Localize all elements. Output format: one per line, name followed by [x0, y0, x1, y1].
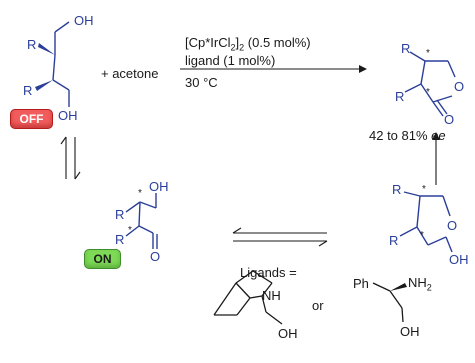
off-badge: OFF — [10, 109, 53, 129]
aldehyde-r-bottom: R — [115, 232, 125, 247]
or-label: or — [312, 298, 324, 313]
aldehyde-stereo-star-1: * — [138, 188, 142, 199]
lactone-structure — [404, 51, 456, 117]
lactone-r-bottom: R — [395, 89, 405, 104]
catalyst-sub-1: 2 — [230, 42, 236, 53]
diol-oh-bottom: OH — [58, 108, 78, 123]
acetone-reagent: + acetone — [101, 66, 159, 81]
catalyst-loading: (0.5 mol%) — [244, 35, 311, 50]
lactol-r-top: R — [392, 182, 402, 197]
aldehyde-oh: OH — [149, 179, 169, 194]
ligand-1-oh: OH — [278, 326, 298, 341]
catalyst-sub-2: 2 — [239, 42, 245, 53]
lactone-stereo-star-1: * — [426, 48, 430, 59]
ligand-azabicycle-structure — [213, 270, 283, 325]
lactone-carbonyl-o: O — [444, 112, 455, 127]
ligand-2-nh-sub: 2 — [426, 282, 432, 293]
ee-range: 42 to 81% — [369, 128, 432, 143]
ligand-2-nh-text: NH — [408, 275, 427, 290]
reaction-arrows — [60, 65, 440, 247]
temperature-label: 30 °C — [185, 75, 218, 90]
hydroxy-aldehyde-structure — [125, 193, 158, 249]
lactol-ring-o: O — [447, 218, 458, 233]
lactone-r-top: R — [401, 41, 411, 56]
ligands-label: Ligands = — [240, 265, 297, 280]
catalyst-formula: [Cp*IrCl — [185, 35, 231, 50]
ligand-phenylglycinol-structure — [372, 282, 407, 323]
diol-r-top: R — [27, 37, 37, 52]
ee-result: 42 to 81% ee — [369, 129, 446, 142]
lactol-stereo-star-1: * — [422, 184, 426, 195]
aldehyde-r-top: R — [115, 207, 125, 222]
lactol-r-bottom: R — [389, 233, 399, 248]
ee-unit: ee — [431, 128, 446, 143]
lactol-oh: OH — [449, 252, 469, 267]
catalyst-bracket: ] — [235, 35, 240, 50]
ligand-loading-label: ligand (1 mol%) — [185, 53, 276, 68]
lactone-stereo-star-2: * — [426, 87, 430, 98]
catalyst-label: [Cp*IrCl2]2 (0.5 mol%) — [185, 36, 311, 53]
ligand-1-nh: NH — [262, 288, 281, 303]
diol-oh-top: OH — [74, 13, 94, 28]
lactone-ring-o: O — [454, 79, 465, 94]
ligand-2-nh2: NH2 — [408, 276, 432, 293]
diol-r-bottom: R — [23, 83, 33, 98]
aldehyde-o: O — [150, 249, 161, 264]
lactol-structure — [399, 191, 453, 253]
on-badge: ON — [84, 249, 121, 269]
ligand-2-oh: OH — [400, 324, 420, 339]
ligand-2-ph: Ph — [353, 276, 369, 291]
aldehyde-stereo-star-2: * — [128, 225, 132, 236]
diol-structure — [35, 21, 70, 107]
lactol-stereo-star-2: * — [420, 230, 424, 241]
